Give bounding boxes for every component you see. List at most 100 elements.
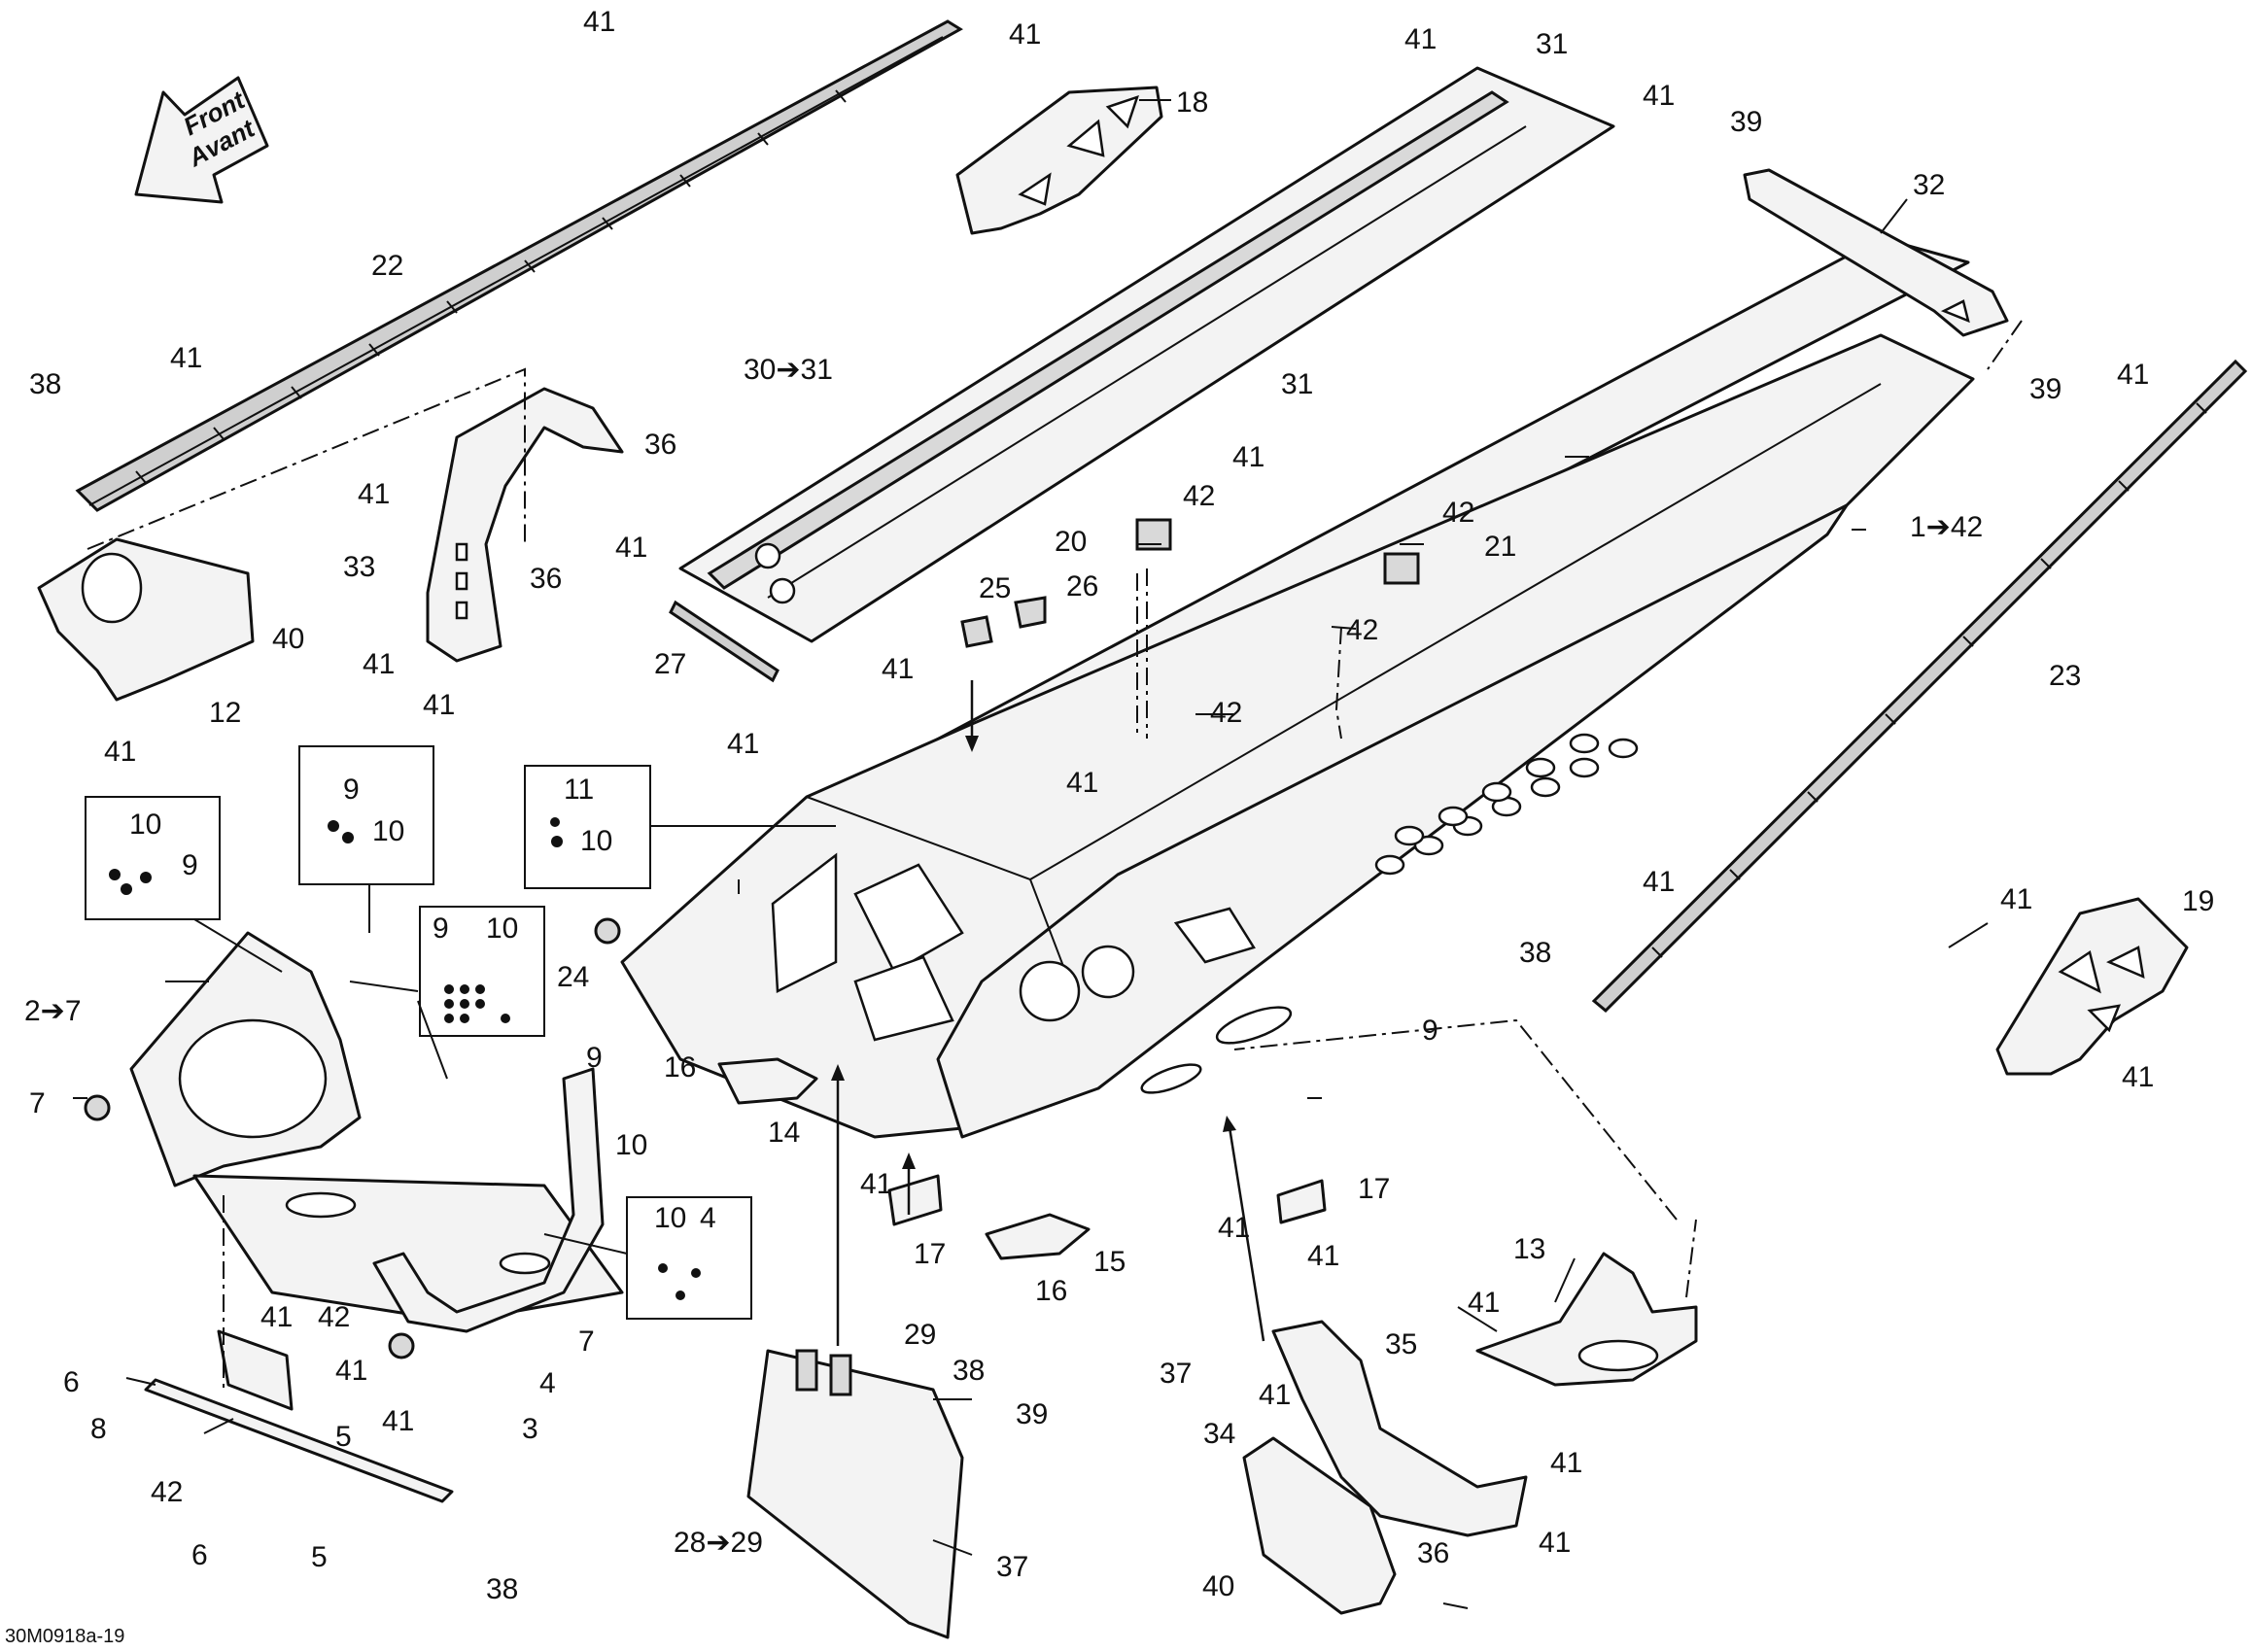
hardware-box-fasteners xyxy=(109,817,701,1300)
bulkhead-lower-brace xyxy=(372,1067,605,1333)
rear-bracket-34 xyxy=(1271,1320,1528,1537)
bracket-14 xyxy=(717,1057,818,1105)
callout: 26 xyxy=(1066,570,1098,602)
plug-7 xyxy=(84,1094,111,1121)
callout: 3 xyxy=(522,1413,538,1445)
callout: 41 xyxy=(727,728,759,760)
main-tunnel-1 xyxy=(620,333,1975,1139)
callout: 5 xyxy=(335,1421,352,1453)
hardware-26 xyxy=(1014,596,1047,629)
callout: 6 xyxy=(191,1539,208,1571)
callout: 42 xyxy=(1346,614,1378,646)
callout: 6 xyxy=(63,1366,80,1398)
callout: 34 xyxy=(1203,1418,1235,1450)
callout: 32 xyxy=(1913,169,1945,201)
front-direction-arrow: Front Avant xyxy=(134,76,269,204)
plate-17-right xyxy=(1276,1179,1327,1224)
callout: 31 xyxy=(1281,368,1313,400)
callout: 41 xyxy=(1643,80,1675,112)
callout: 11 xyxy=(564,774,594,806)
callout: 42 xyxy=(1183,480,1215,512)
callout: 9 xyxy=(343,774,360,806)
callout: 15 xyxy=(1093,1246,1126,1278)
callout: 14 xyxy=(768,1117,800,1149)
callout: 2➔7 xyxy=(24,995,82,1027)
callout: 41 xyxy=(382,1405,414,1437)
callout: 41 xyxy=(260,1301,293,1333)
callout: 16 xyxy=(1035,1275,1067,1307)
callout: 24 xyxy=(557,961,589,993)
callout: 41 xyxy=(2122,1061,2154,1093)
footrest-19 xyxy=(1995,897,2189,1076)
callout: 10 xyxy=(580,825,612,857)
callout: 9 xyxy=(182,849,198,881)
callout: 40 xyxy=(1202,1570,1234,1602)
callout: 41 xyxy=(1066,767,1098,799)
callout: 10 xyxy=(486,912,518,945)
callout: 17 xyxy=(914,1238,946,1270)
tunnel-cover-30 xyxy=(678,66,1615,643)
callout: 10 xyxy=(654,1202,686,1234)
callout: 41 xyxy=(1539,1527,1571,1559)
callout: 23 xyxy=(2049,660,2081,692)
hardware-box-9-10-c xyxy=(419,906,545,1037)
callout: 16 xyxy=(664,1051,696,1084)
trim-strip-27 xyxy=(669,600,780,683)
callout: 13 xyxy=(1513,1233,1545,1265)
callout: 10 xyxy=(615,1129,647,1161)
hardware-box-9-10-d xyxy=(626,1196,752,1320)
box-connector-lines xyxy=(193,680,1265,1346)
front-arrow-shape xyxy=(134,76,269,204)
callout: 41 xyxy=(1404,23,1437,55)
callout: 35 xyxy=(1385,1328,1417,1360)
callout: 5 xyxy=(311,1541,328,1573)
callout: 37 xyxy=(1160,1358,1192,1390)
footrest-18 xyxy=(955,86,1163,235)
callout: 38 xyxy=(953,1355,985,1387)
bracket-15 xyxy=(985,1213,1091,1260)
callout: 4 xyxy=(539,1367,556,1399)
callout: 7 xyxy=(578,1325,595,1358)
callout: 41 xyxy=(1232,441,1265,473)
callout: 40 xyxy=(272,623,304,655)
skid-3 xyxy=(144,1329,454,1503)
callout: 4 xyxy=(700,1202,716,1234)
callout: 39 xyxy=(1016,1398,1048,1430)
callout: 21 xyxy=(1484,531,1516,563)
right-running-board-23 xyxy=(1591,359,2248,1014)
callout: 29 xyxy=(904,1319,936,1351)
callout: 41 xyxy=(363,648,395,680)
callout: 17 xyxy=(1358,1173,1390,1205)
callout: 41 xyxy=(2000,883,2032,915)
callout: 36 xyxy=(530,563,562,595)
callout: 9 xyxy=(1422,1015,1438,1047)
steering-support-33 xyxy=(426,387,624,663)
callout: 41 xyxy=(583,6,615,38)
hardware-box-9-10-a xyxy=(298,745,434,885)
callout: 42 xyxy=(318,1301,350,1333)
callout: 38 xyxy=(1519,937,1551,969)
callout: 18 xyxy=(1176,86,1208,119)
callout: 7 xyxy=(29,1087,46,1119)
callout: 38 xyxy=(486,1573,518,1605)
rear-bracket-13 xyxy=(1475,1252,1698,1387)
callout: 41 xyxy=(423,689,455,721)
heat-exchanger-28 xyxy=(746,1349,964,1639)
callout: 41 xyxy=(1259,1379,1291,1411)
callout: 41 xyxy=(335,1355,367,1387)
side-plate-37 xyxy=(1242,1436,1397,1615)
front-bulkhead-2 xyxy=(84,931,624,1359)
grommet-24 xyxy=(594,917,621,945)
callout: 28➔29 xyxy=(674,1527,763,1559)
callout: 1➔42 xyxy=(1910,511,1983,543)
callout: 8 xyxy=(90,1413,107,1445)
rear-brace-32 xyxy=(1743,168,2009,337)
callout: 12 xyxy=(209,697,241,729)
callout: 42 xyxy=(1210,697,1242,729)
air-intake-duct-12 xyxy=(37,537,255,702)
callout: 42 xyxy=(151,1476,183,1508)
callout: 41 xyxy=(1643,866,1675,898)
assembly-guide-lines xyxy=(87,320,2023,1390)
callout: 37 xyxy=(996,1551,1028,1583)
